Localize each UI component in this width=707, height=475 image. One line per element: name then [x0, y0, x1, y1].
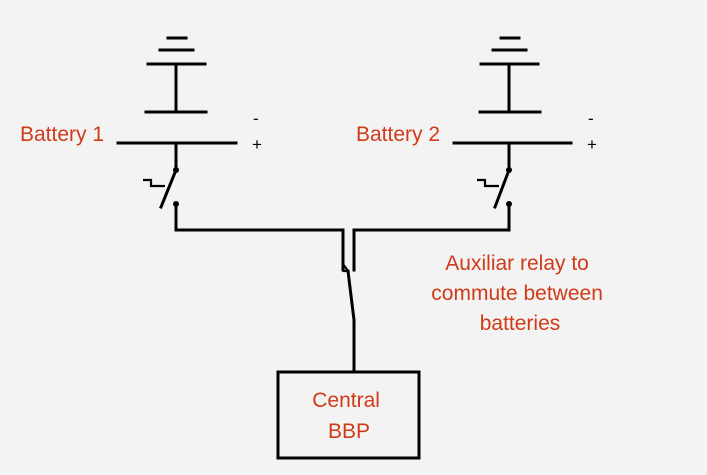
battery-1: Battery 1 - +	[20, 36, 262, 209]
relay-annotation-line-1: Auxiliar relay to	[445, 252, 589, 275]
auxiliary-relay-icon	[341, 228, 356, 374]
battery-1-switch-icon	[143, 167, 179, 209]
battery-1-label: Battery 1	[20, 123, 104, 146]
relay-annotation-line-2: commute between	[431, 282, 603, 305]
battery-2-ground-icon	[479, 36, 540, 66]
central-bbp-line-1: Central	[312, 389, 380, 412]
battery-1-ground-icon	[146, 36, 207, 66]
battery-1-minus-sign: -	[253, 109, 259, 128]
central-bbp-box: Central BBP	[276, 370, 421, 460]
relay-annotation-line-3: batteries	[480, 312, 561, 335]
battery-1-plus-sign: +	[252, 135, 262, 154]
central-bbp-line-2: BBP	[328, 420, 370, 443]
battery-2-switch-icon	[477, 167, 512, 209]
battery-2-label: Battery 2	[356, 123, 440, 146]
battery-2: Battery 2 - +	[356, 36, 597, 209]
battery-2-plus-sign: +	[587, 135, 597, 154]
bus-wiring	[174, 202, 511, 232]
battery-2-minus-sign: -	[588, 109, 594, 128]
central-bbp-label: Central BBP	[312, 389, 386, 443]
relay-annotation: Auxiliar relay to commute between batter…	[431, 252, 608, 335]
